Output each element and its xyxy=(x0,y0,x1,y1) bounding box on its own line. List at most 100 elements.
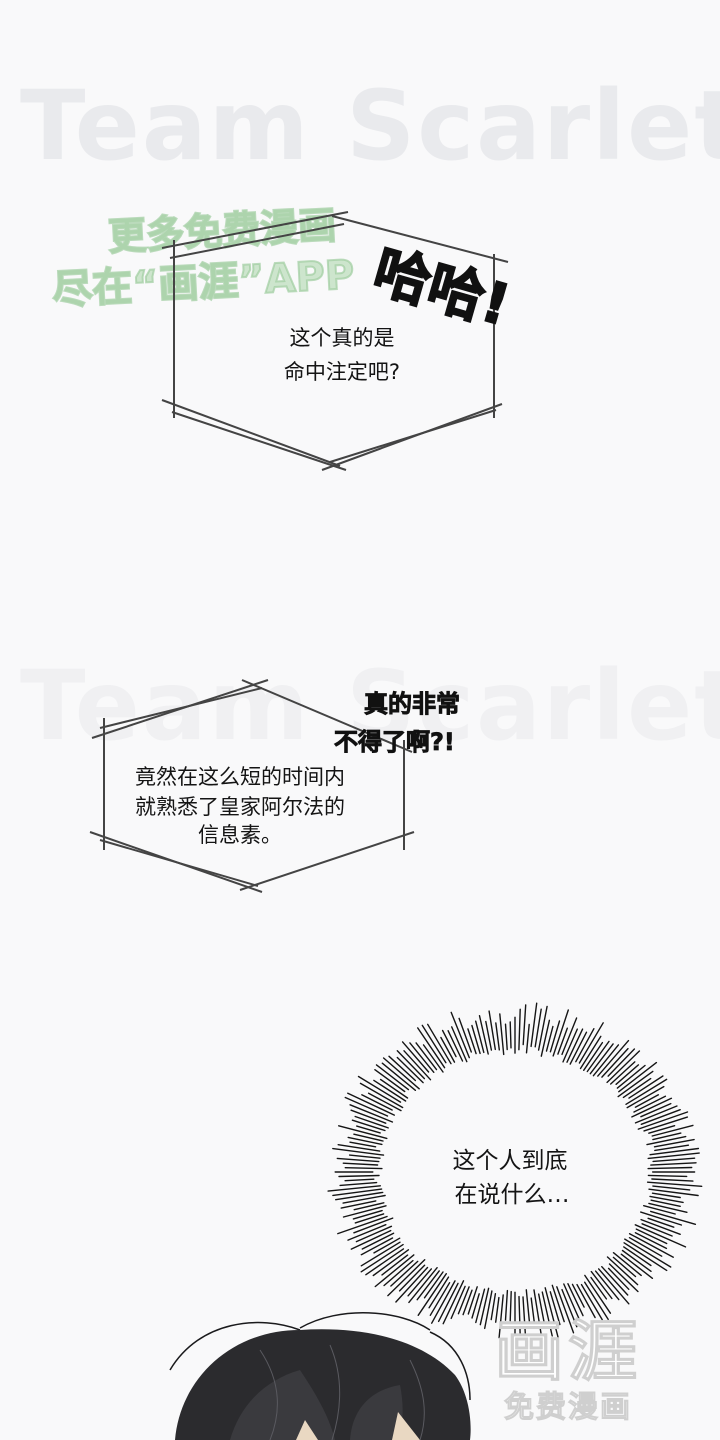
burst-line xyxy=(578,1022,604,1064)
burst-line xyxy=(353,1133,384,1142)
burst-line xyxy=(338,1174,380,1178)
burst-line xyxy=(579,1035,602,1070)
burst-line xyxy=(374,1068,406,1093)
burst-line xyxy=(407,1268,432,1297)
burst-line xyxy=(447,1029,464,1062)
burst-line xyxy=(442,1280,465,1325)
burst-line2: 在说什么… xyxy=(454,1182,570,1208)
burst-line xyxy=(383,1259,414,1287)
burst-line xyxy=(616,1064,646,1089)
burst-line xyxy=(351,1119,386,1132)
burst-line xyxy=(372,1249,410,1277)
burst-line xyxy=(374,1254,415,1288)
bubble-2-line1: 竟然在这么短的时间内 xyxy=(135,765,345,789)
burst-line xyxy=(338,1125,388,1140)
burst-line xyxy=(353,1202,385,1211)
burst-line xyxy=(651,1192,681,1199)
burst-line xyxy=(471,1293,480,1319)
bubble-2-line2: 就熟悉了皇家阿尔法的 xyxy=(135,795,345,819)
burst-line xyxy=(640,1102,672,1118)
bubble-1-line1: 这个真的是 xyxy=(289,326,395,350)
burst-line xyxy=(416,1270,440,1301)
burst-line xyxy=(551,1284,565,1323)
burst-line xyxy=(621,1249,652,1273)
burst-line1: 这个人到底 xyxy=(452,1148,568,1174)
burst-line xyxy=(518,1008,521,1051)
burst-line xyxy=(490,1292,497,1321)
burst-line xyxy=(379,1078,409,1099)
burst-line xyxy=(335,1191,384,1201)
burst-line xyxy=(637,1111,689,1130)
bubble-2-line3: 信息素。 xyxy=(198,823,282,847)
burst-line xyxy=(347,1223,387,1241)
burst-line xyxy=(457,1286,470,1315)
burst-line xyxy=(356,1125,381,1134)
burst-line xyxy=(421,1024,447,1064)
burst-line xyxy=(651,1178,694,1182)
burst-line xyxy=(495,1022,500,1051)
burst-line xyxy=(584,1281,609,1321)
burst-line xyxy=(549,1020,561,1053)
burst-line xyxy=(646,1135,687,1146)
burst-line xyxy=(562,1028,578,1063)
burst-line xyxy=(429,1281,451,1317)
burst-line xyxy=(342,1205,387,1218)
burst-line xyxy=(367,1092,402,1112)
burst-line xyxy=(518,1295,521,1340)
burst-line xyxy=(467,1286,478,1315)
burst-line xyxy=(344,1096,389,1117)
burst-line xyxy=(647,1166,693,1170)
burst-line xyxy=(640,1218,681,1236)
burst-line xyxy=(606,1256,639,1286)
burst-line xyxy=(344,1178,375,1182)
burst-line xyxy=(586,1040,610,1073)
burst-line xyxy=(373,1079,407,1102)
burst-line xyxy=(650,1162,697,1166)
burst-line xyxy=(354,1115,389,1129)
burst-line xyxy=(359,1082,404,1109)
burst-line xyxy=(647,1217,675,1228)
burst-line xyxy=(544,1287,559,1339)
burst-line xyxy=(652,1157,696,1163)
burst-line xyxy=(336,1157,380,1163)
burst-line xyxy=(589,1043,614,1075)
burst-line xyxy=(607,1267,630,1291)
burst-line xyxy=(594,1270,620,1301)
burst-line xyxy=(387,1259,426,1297)
burst-line xyxy=(634,1224,687,1248)
burst-line xyxy=(634,1105,678,1124)
burst-line xyxy=(381,1062,417,1092)
burst-line xyxy=(403,1050,432,1081)
burst-line xyxy=(563,1283,580,1319)
burst-line xyxy=(654,1144,690,1152)
burst-line xyxy=(475,1288,486,1324)
burst-line xyxy=(623,1242,668,1272)
burst-line xyxy=(538,1293,546,1329)
burst-line xyxy=(650,1210,697,1226)
burst-line xyxy=(545,1025,554,1052)
burst-line xyxy=(537,1005,548,1051)
burst-line xyxy=(504,1289,509,1321)
burst-line xyxy=(552,1009,569,1057)
burst-line xyxy=(484,1290,493,1330)
burst-line xyxy=(462,1289,473,1316)
burst-line xyxy=(597,1039,630,1077)
burst-line xyxy=(640,1211,683,1226)
burst-line xyxy=(628,1075,664,1099)
burst-line xyxy=(342,1162,379,1166)
burst-line xyxy=(567,1282,584,1317)
burst-line xyxy=(327,1185,381,1192)
burst-line xyxy=(525,1289,531,1324)
burst-line xyxy=(541,1291,553,1337)
burst-line xyxy=(498,1294,504,1339)
burst-line xyxy=(347,1136,383,1146)
burst-line xyxy=(428,1276,450,1309)
burst-line xyxy=(533,1289,543,1337)
burst-line xyxy=(530,1297,536,1326)
burst-line xyxy=(495,1296,500,1323)
burst-line xyxy=(415,1042,438,1071)
burst-line xyxy=(556,1286,575,1334)
burst-line xyxy=(612,1251,642,1277)
